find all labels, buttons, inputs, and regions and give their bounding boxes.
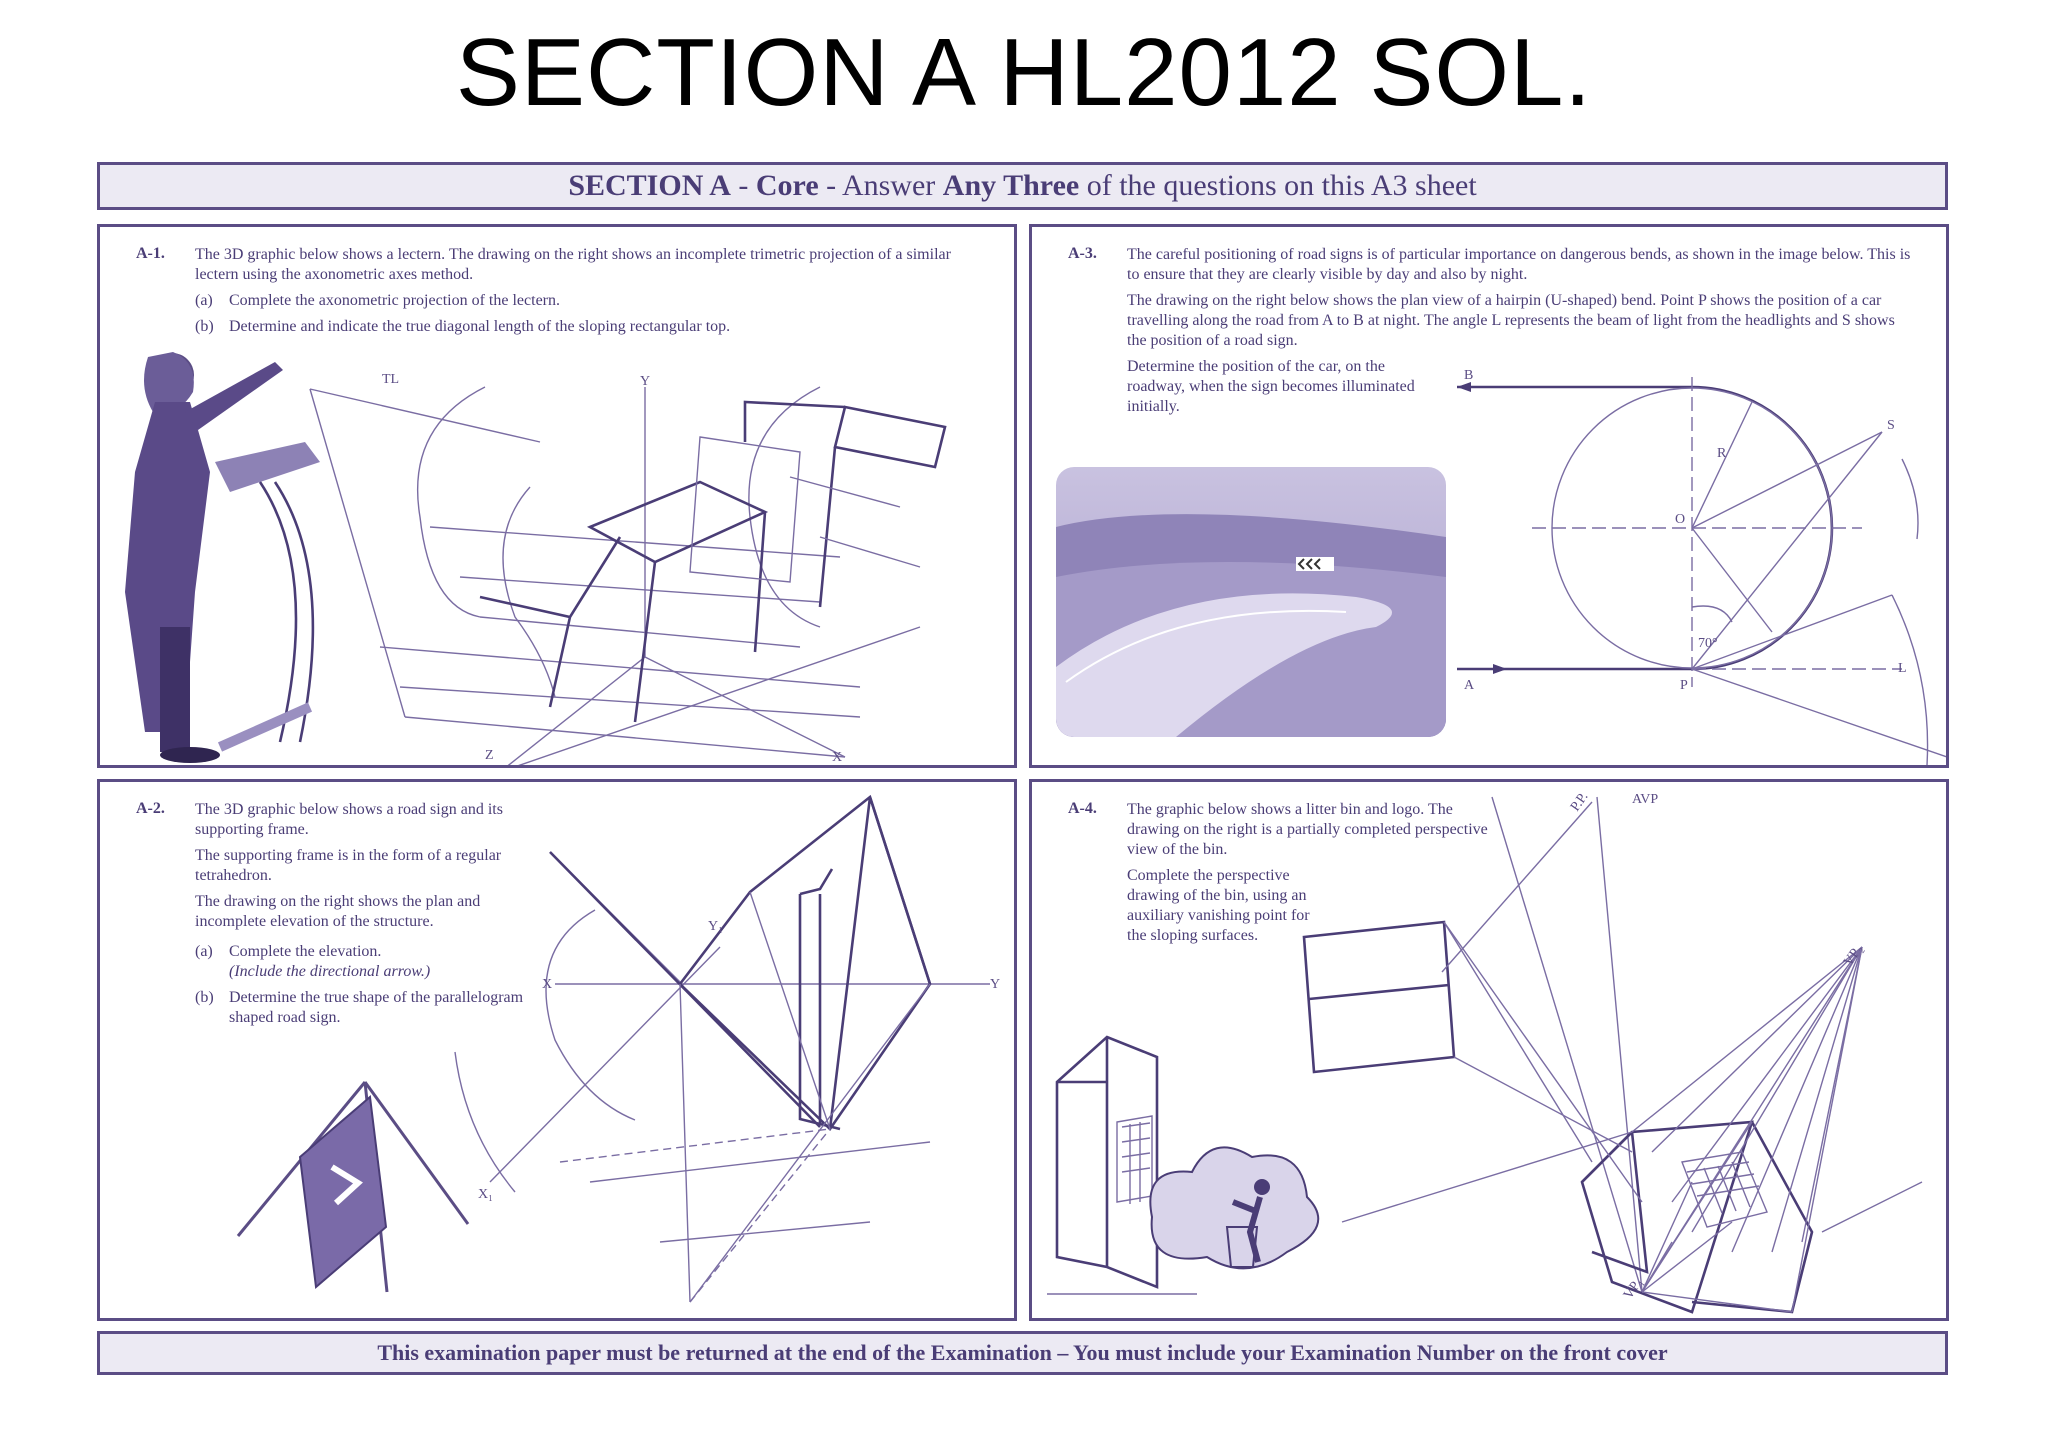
question-intro: The 3D graphic below shows a lectern. Th… (195, 246, 951, 283)
footer-notice: This examination paper must be returned … (97, 1331, 1948, 1375)
question-a2-panel: A-2. The 3D graphic below shows a road s… (97, 779, 1017, 1321)
question-paragraph-3: The drawing on the right shows the plan … (195, 893, 481, 930)
slide-title: SECTION A HL2012 SOL. (455, 19, 1593, 126)
sub-label: (b) (195, 318, 214, 335)
sub-text: Determine the true shape of the parallel… (229, 989, 524, 1026)
sub-text: Determine and indicate the true diagonal… (229, 318, 731, 335)
question-a3-panel: A-3. The careful positioning of road sig… (1029, 224, 1949, 768)
sub-label: (b) (195, 989, 214, 1006)
sub-label: (a) (195, 943, 213, 960)
hairpin-bend-diagram: B A P O R S L 70° (1457, 368, 1946, 765)
label-r: R (1717, 446, 1727, 461)
axonometric-drawing (309, 386, 947, 765)
question-paragraph-1: The 3D graphic below shows a road sign a… (195, 801, 503, 838)
label-s: S (1887, 418, 1895, 433)
label-tl: TL (382, 372, 399, 387)
label-angle: 70° (1698, 636, 1718, 651)
header-core: Core (755, 169, 819, 202)
plan-elevation-drawing (454, 794, 990, 1303)
tetrahedron-figure: X Y Y₁ X₁ (236, 794, 1000, 1303)
presenter-illustration (125, 352, 320, 763)
header-sep: - (730, 169, 756, 202)
sub-question-a: (a) Complete the elevation. (Include the d… (195, 942, 535, 982)
label-vp1: VP₁ (1621, 1275, 1646, 1302)
question-text: The careful positioning of road signs is… (1127, 245, 1917, 423)
question-a4-panel: A-4. The graphic below shows a litter bi… (1029, 779, 1949, 1321)
sub-question-a: (a) Complete the axonometric projection o… (195, 291, 955, 311)
label-x1: X₁ (478, 1187, 493, 1202)
road-photo-image (1056, 467, 1446, 737)
sub-text: Complete the elevation. (229, 943, 382, 960)
label-x: X (832, 750, 842, 765)
label-y1: Y₁ (708, 919, 723, 934)
question-paragraph-1: The graphic below shows a litter bin and… (1127, 801, 1488, 858)
header-section: SECTION A (568, 169, 731, 202)
litter-bin-figure: P.P. AVP VP₂ VP₁ (1047, 790, 1923, 1314)
label-y: Y (990, 977, 1000, 992)
question-paragraph-2: The supporting frame is in the form of a… (195, 847, 502, 884)
lectern-figure: TL Y Z X (125, 352, 947, 765)
question-number: A-2. (136, 800, 165, 817)
label-o: O (1675, 512, 1685, 527)
perspective-drawing (1302, 796, 1923, 1314)
question-a1-panel: A-1. The 3D graphic below shows a lecter… (97, 224, 1017, 768)
sub-text: Complete the axonometric projection of t… (229, 292, 560, 309)
label-p: P (1680, 678, 1688, 693)
sub-label: (a) (195, 292, 213, 309)
header-rest: of the questions on this A3 sheet (1079, 169, 1477, 202)
question-text: The 3D graphic below shows a road sign a… (195, 800, 535, 1034)
sub-question-b: (b) Determine and indicate the true diago… (195, 317, 955, 337)
label-vp2: VP₂ (1841, 942, 1866, 969)
question-text: The 3D graphic below shows a lectern. Th… (195, 245, 955, 343)
label-b: B (1464, 368, 1473, 383)
road-sign-illustration (236, 1081, 470, 1293)
question-paragraph-1: The careful positioning of road signs is… (1127, 246, 1911, 283)
label-pp: P.P. (1568, 790, 1591, 815)
question-number: A-3. (1068, 245, 1097, 262)
label-x: X (542, 977, 552, 992)
question-paragraph-2: The drawing on the right below shows the… (1127, 292, 1895, 349)
sub-question-b: (b) Determine the true shape of the paral… (195, 988, 535, 1028)
label-avp: AVP (1632, 792, 1658, 807)
label-l: L (1898, 661, 1907, 676)
question-number: A-4. (1068, 800, 1097, 817)
question-text: The graphic below shows a litter bin and… (1127, 800, 1497, 952)
header-answer: - Answer (818, 169, 943, 202)
label-y: Y (640, 374, 650, 389)
road-bend-photo (1056, 467, 1446, 737)
header-any-three: Any Three (942, 169, 1080, 202)
question-task: Determine the position of the car, on th… (1127, 358, 1415, 415)
question-paragraph-2: Complete the perspective drawing of the … (1127, 867, 1310, 944)
litter-bin-illustration (1047, 1035, 1320, 1295)
question-number: A-1. (136, 245, 165, 262)
sub-note: (Include the directional arrow.) (229, 963, 431, 980)
label-a: A (1464, 678, 1475, 693)
label-z: Z (485, 748, 494, 763)
section-header: SECTION A - Core - Answer Any Three of t… (97, 162, 1948, 210)
